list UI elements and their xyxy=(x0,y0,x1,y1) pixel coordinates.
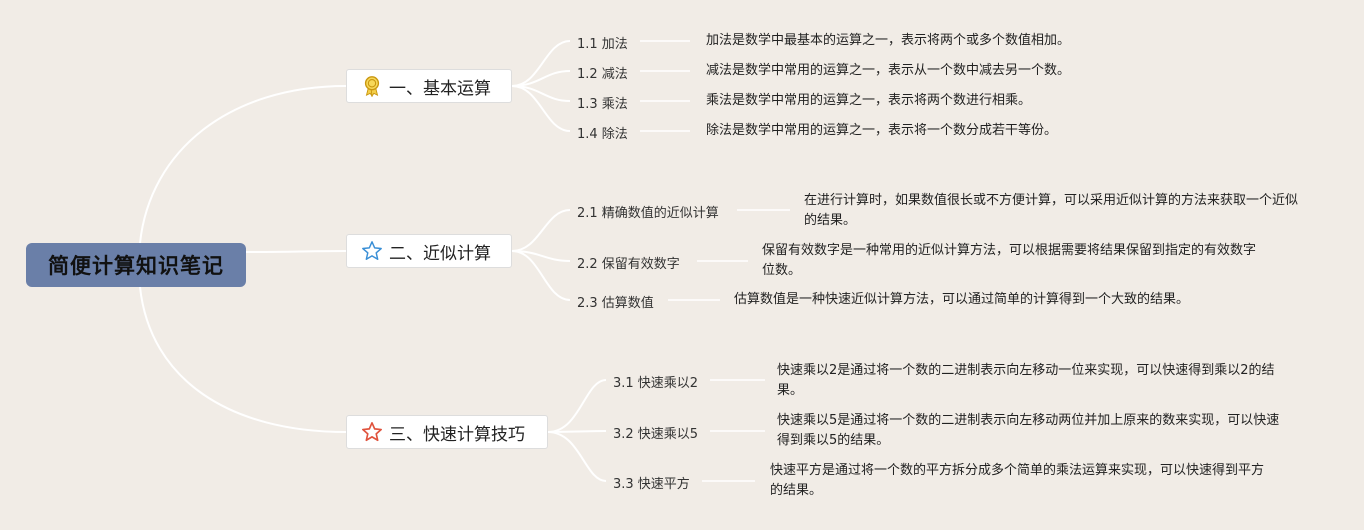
edge-root-branch-2 xyxy=(245,250,347,253)
subtopic-multiplication[interactable]: 1.3 乘法 xyxy=(577,97,628,112)
star-red-icon xyxy=(361,421,383,443)
note-division: 除法是数学中常用的运算之一，表示将一个数分成若干等份。 xyxy=(706,123,1058,138)
note-addition: 加法是数学中最基本的运算之一，表示将两个或多个数值相加。 xyxy=(706,33,1071,48)
note-significant-figures: 保留有效数字是一种常用的近似计算方法，可以根据需要将结果保留到指定的有效数字位数… xyxy=(762,243,1257,278)
subtopic-fast-square[interactable]: 3.3 快速平方 xyxy=(613,477,690,492)
root-title: 简便计算知识笔记 xyxy=(48,254,224,278)
branch-title: 三、快速计算技巧 xyxy=(389,424,525,445)
branch-fast-calculation-tips[interactable]: 三、快速计算技巧 xyxy=(346,415,548,449)
edge-b1-s4 xyxy=(511,85,571,132)
subtopic-precise-approximation[interactable]: 2.1 精确数值的近似计算 xyxy=(577,206,719,221)
note-multiply-by-2: 快速乘以2是通过将一个数的二进制表示向左移动一位来实现，可以快速得到乘以2的结果… xyxy=(777,363,1275,398)
root-topic[interactable]: 简便计算知识笔记 xyxy=(26,243,246,287)
note-fast-square: 快速平方是通过将一个数的平方拆分成多个简单的乘法运算来实现，可以快速得到平方的结… xyxy=(770,463,1265,498)
edge-root-branch-1 xyxy=(139,85,347,244)
note-multiply-by-5: 快速乘以5是通过将一个数的二进制表示向左移动两位并加上原来的数来实现，可以快速得… xyxy=(777,413,1280,448)
edge-b3-s3 xyxy=(547,431,607,482)
subtopic-multiply-by-5[interactable]: 3.2 快速乘以5 xyxy=(613,427,699,442)
note-precise-approximation: 在进行计算时，如果数值很长或不方便计算，可以采用近似计算的方法来获取一个近似的结… xyxy=(804,193,1299,228)
subtopic-addition[interactable]: 1.1 加法 xyxy=(577,37,628,52)
branch-basic-operations[interactable]: 一、基本运算 xyxy=(346,69,512,103)
edge-b3-s1 xyxy=(547,379,607,433)
subtopic-multiply-by-2[interactable]: 3.1 快速乘以2 xyxy=(613,376,699,391)
edge-root-branch-3 xyxy=(139,286,347,433)
branch-title: 二、近似计算 xyxy=(389,243,491,264)
edge-b3-s2 xyxy=(547,430,607,433)
award-ribbon-icon xyxy=(361,75,383,97)
note-multiplication: 乘法是数学中常用的运算之一，表示将两个数进行相乘。 xyxy=(706,93,1032,108)
branch-approximate-calculation[interactable]: 二、近似计算 xyxy=(346,234,512,268)
edge-b2-s1 xyxy=(511,209,571,252)
subtopic-subtraction[interactable]: 1.2 减法 xyxy=(577,67,628,82)
edge-b2-s3 xyxy=(511,250,571,301)
subtopic-division[interactable]: 1.4 除法 xyxy=(577,127,628,142)
note-estimation: 估算数值是一种快速近似计算方法，可以通过简单的计算得到一个大致的结果。 xyxy=(734,292,1190,307)
subtopic-estimation[interactable]: 2.3 估算数值 xyxy=(577,296,654,311)
subtopic-significant-figures[interactable]: 2.2 保留有效数字 xyxy=(577,257,680,272)
star-outline-icon xyxy=(361,240,383,262)
branch-title: 一、基本运算 xyxy=(389,78,491,99)
note-subtraction: 减法是数学中常用的运算之一，表示从一个数中减去另一个数。 xyxy=(706,63,1071,78)
